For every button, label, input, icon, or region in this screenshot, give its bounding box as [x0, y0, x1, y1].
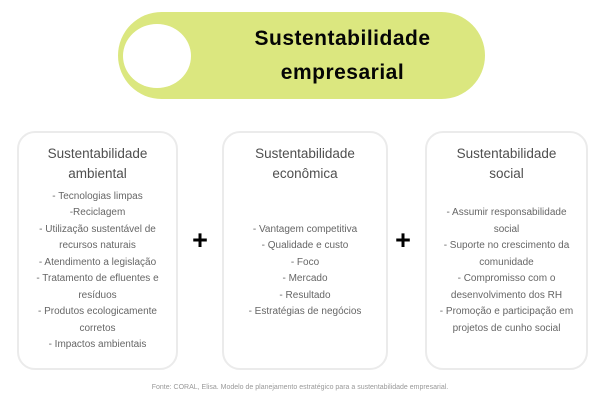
list-item: - Vantagem competitiva [252, 223, 358, 235]
header-banner: Sustentabilidade empresarial [118, 12, 485, 99]
list-item: - Produtos ecologicamente corretos [38, 306, 157, 334]
list-item: - Foco [290, 256, 320, 268]
source-citation: Fonte: CORAL, Elisa. Modelo de planejame… [151, 384, 449, 391]
card-sustentabilidade-social: Sustentabilidade social - Assumir respon… [425, 131, 588, 370]
list-ambiental: - Tecnologias limpas -Reciclagem - Utili… [26, 189, 169, 354]
list-economica: - Vantagem competitiva - Qualidade e cus… [231, 222, 379, 321]
list-social: - Assumir responsabilidade social - Supo… [434, 205, 579, 337]
card-sustentabilidade-ambiental: Sustentabilidade ambiental - Tecnologias… [17, 131, 178, 370]
list-item: - Tratamento de efluentes e resíduos [36, 273, 159, 301]
list-item: - Promoção e participação em projetos de… [439, 306, 574, 334]
list-item: - Atendimento a legislação [38, 256, 157, 268]
card-body-social: - Assumir responsabilidade social - Supo… [427, 184, 586, 368]
card-sustentabilidade-economica: Sustentabilidade econômica - Vantagem co… [222, 131, 388, 370]
card-body-economica: - Vantagem competitiva - Qualidade e cus… [224, 184, 386, 368]
list-item: - Utilização sustentável de recursos nat… [39, 223, 156, 252]
card-title-social: Sustentabilidade social [456, 146, 557, 181]
list-item: - Resultado [279, 289, 331, 301]
card-title-ambiental: Sustentabilidade ambiental [47, 146, 148, 181]
list-item: - Qualidade e custo [261, 240, 349, 251]
list-item: - Estratégias de negócios [248, 306, 362, 317]
card-body-ambiental: - Tecnologias limpas -Reciclagem - Utili… [19, 184, 176, 368]
page-title-line1: Sustentabilidade [254, 26, 431, 50]
list-item: - Impactos ambientais [48, 339, 147, 350]
plus-separator-1: + [192, 224, 208, 255]
list-item: - Tecnologias limpas [52, 190, 143, 202]
card-title-economica: Sustentabilidade econômica [255, 146, 355, 181]
header-circle-decoration [123, 24, 191, 88]
list-item: - Compromisso com o desenvolvimento dos … [450, 273, 563, 301]
plus-separator-2: + [395, 224, 411, 255]
page-title-line2: empresarial [280, 60, 405, 84]
list-item: - Assumir responsabilidade social [446, 207, 567, 235]
page-title: Sustentabilidade empresarial [206, 12, 479, 99]
list-item: -Reciclagem [69, 207, 126, 218]
list-item: - Mercado [282, 273, 328, 284]
list-item: - Suporte no crescimento da comunidade [443, 240, 570, 268]
